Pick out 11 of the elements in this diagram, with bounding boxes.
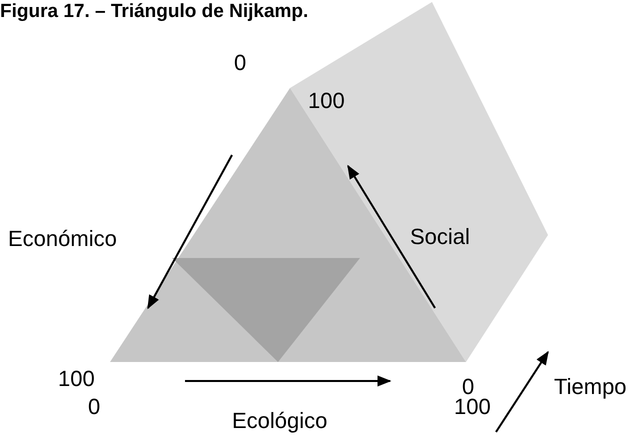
axis-label: Tiempo bbox=[554, 376, 627, 398]
axis-value: 0 bbox=[234, 52, 246, 74]
axis-value: 100 bbox=[58, 368, 95, 390]
axis-label: Económico bbox=[8, 228, 117, 250]
axis-value: 0 bbox=[88, 396, 100, 418]
axis-value: 0 bbox=[462, 376, 474, 398]
axis-value: 100 bbox=[308, 90, 345, 112]
axis-label: Social bbox=[410, 226, 470, 248]
axis-label: Ecológico bbox=[232, 410, 328, 432]
axis-value: 100 bbox=[454, 396, 491, 418]
figure-title: Figura 17. – Triángulo de Nijkamp. bbox=[0, 1, 308, 23]
